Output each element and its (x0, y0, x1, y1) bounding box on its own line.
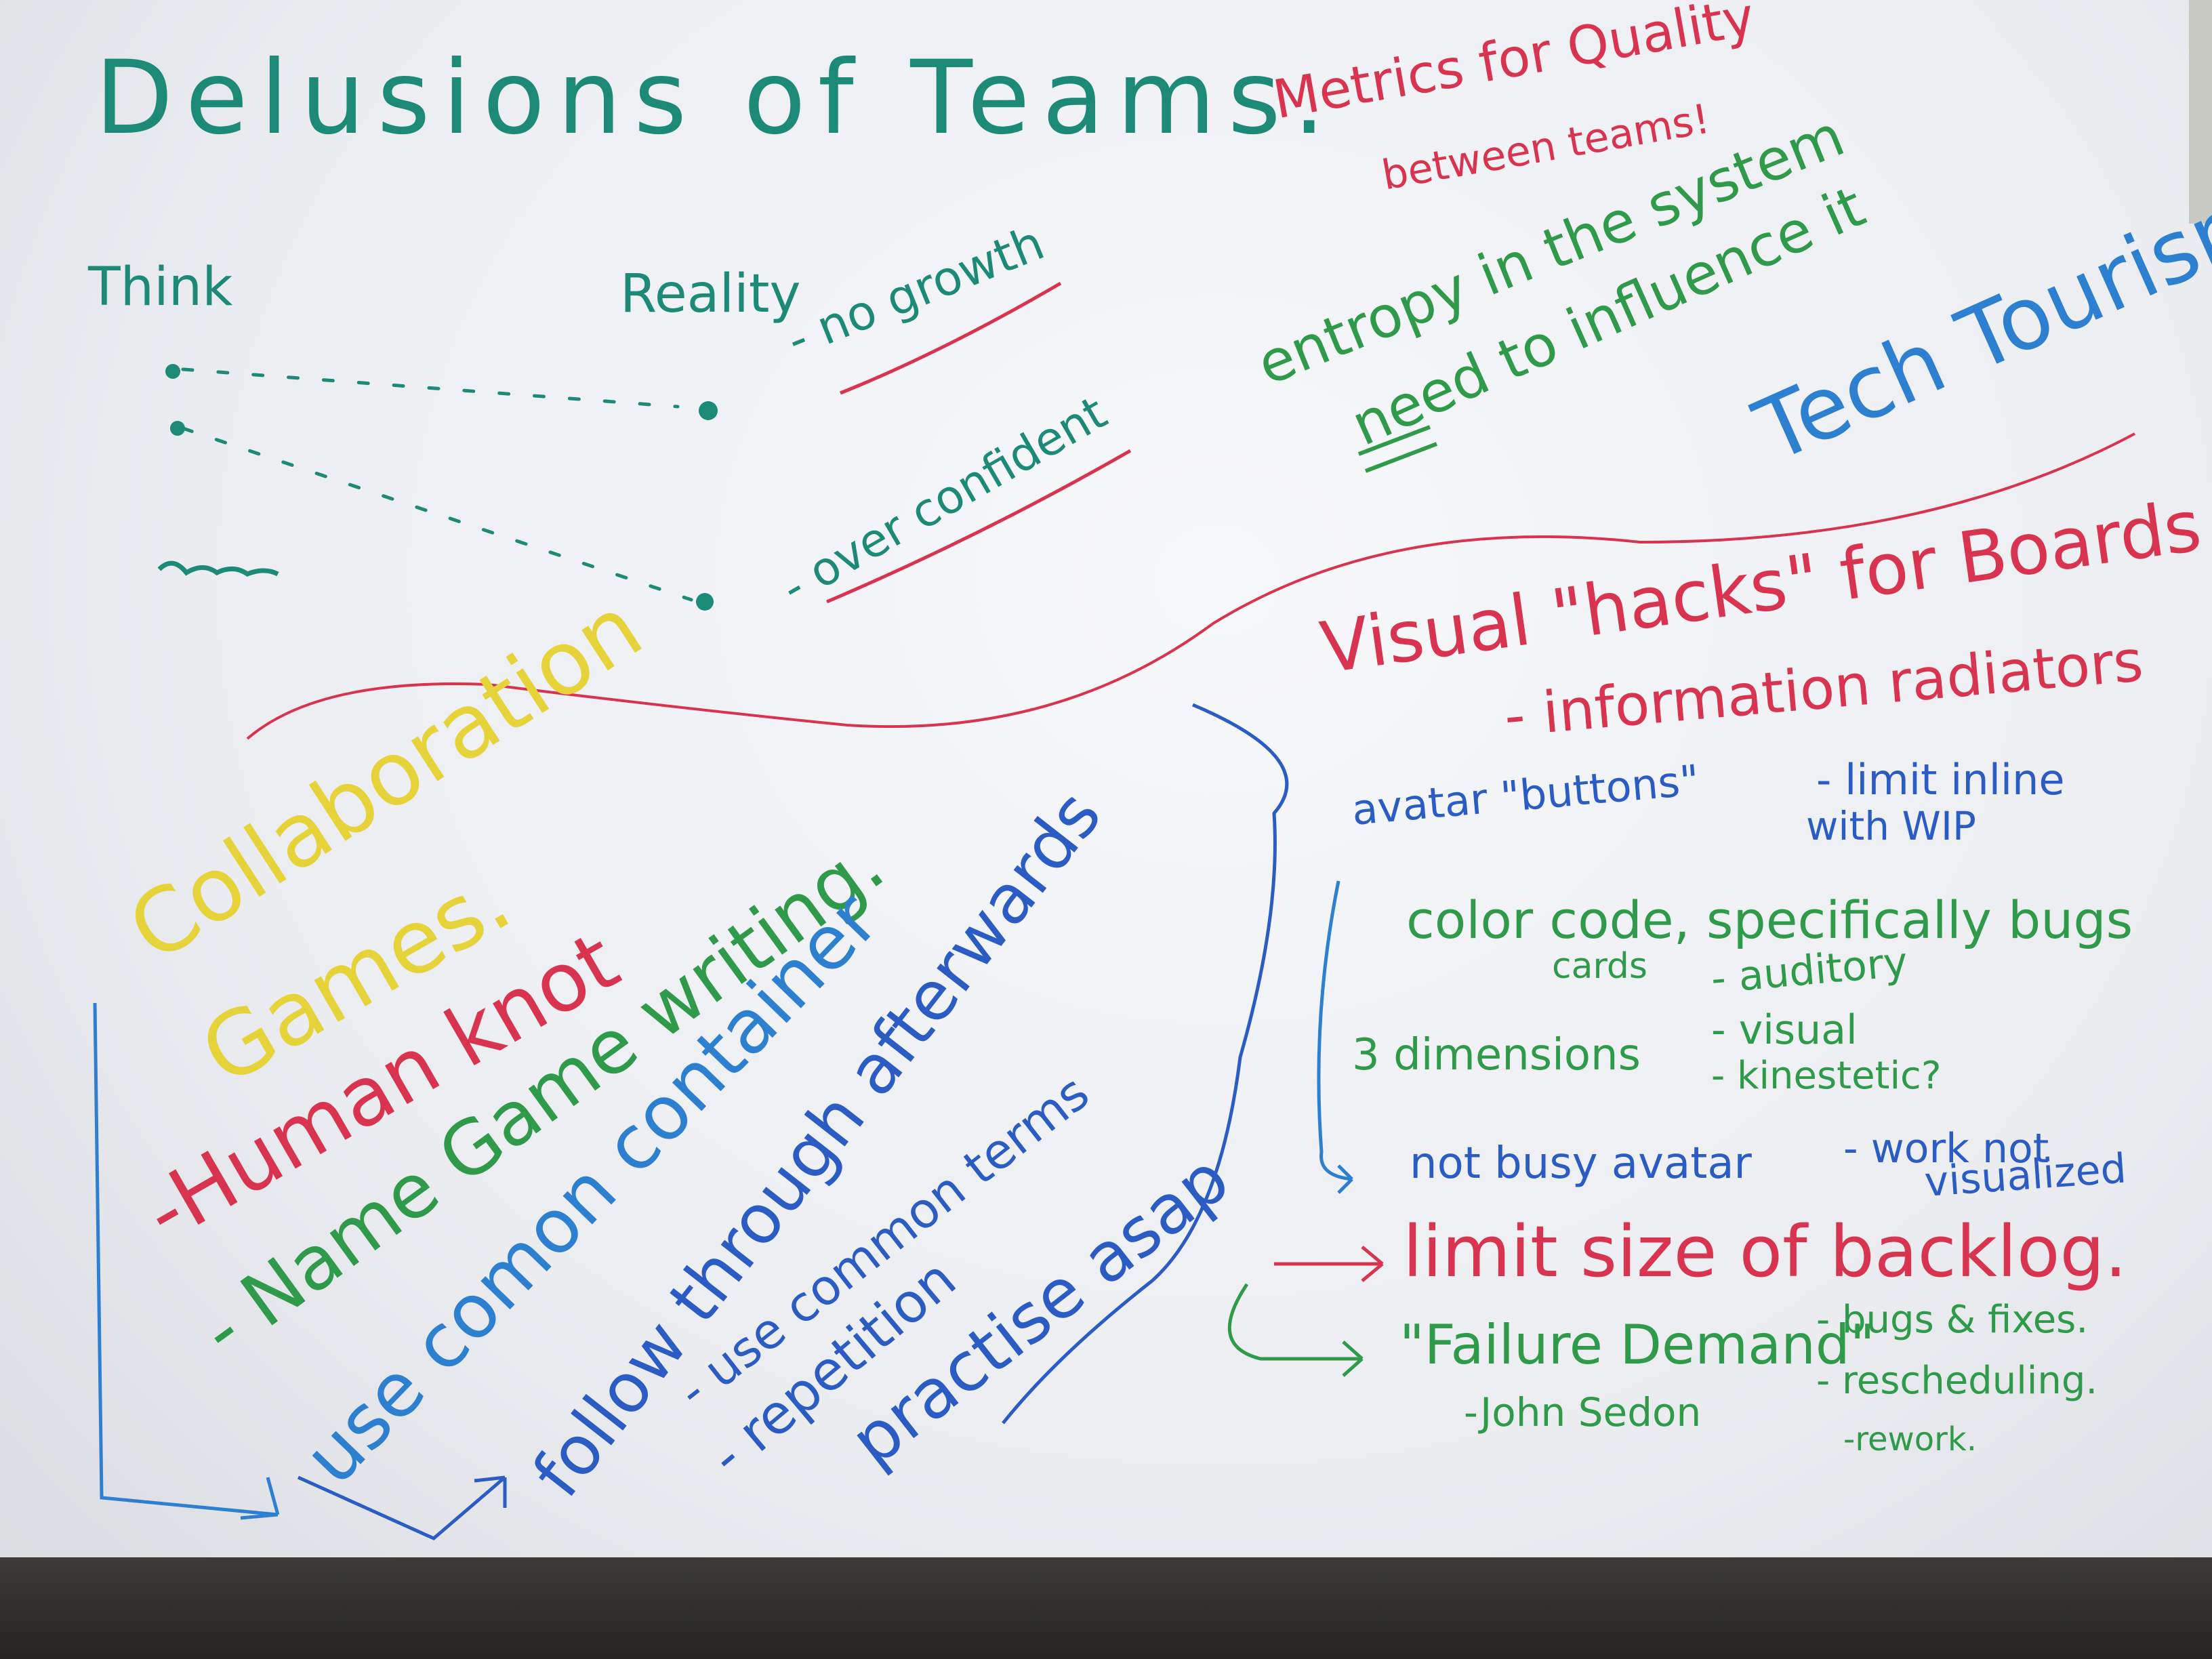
think-dot-1 (165, 364, 180, 379)
think-label: Think (88, 257, 233, 318)
color-code: color code, specifically bugs (1406, 890, 2133, 950)
kinesthetic: - kinestetic? (1711, 1054, 1942, 1098)
bugs-fixes: - bugs & fixes. (1816, 1298, 2089, 1342)
no-growth-underline (840, 281, 1062, 395)
need-underline (1357, 425, 1438, 473)
wall-background (2189, 0, 2212, 224)
think-dot-2 (170, 421, 185, 436)
collab-bracket (1002, 703, 1289, 1425)
visual: - visual (1711, 1006, 1858, 1054)
cards-label: cards (1552, 946, 1648, 987)
limit-backlog-arrow (1274, 1246, 1384, 1282)
reality-dot-2 (696, 593, 714, 611)
reality-label: Reality (620, 264, 801, 325)
failure-demand: "Failure Demand" (1399, 1313, 1875, 1376)
collab-arrow-left (93, 1002, 280, 1520)
follow-arrow (297, 1475, 507, 1540)
rework: -rework. (1843, 1420, 1977, 1458)
three-dimensions: 3 dimensions (1352, 1030, 1641, 1080)
not-busy-avatar: not busy avatar (1410, 1139, 1752, 1189)
over-confident-underline (826, 449, 1132, 604)
failure-demand-arrow (1227, 1283, 1364, 1377)
with-wip: with WIP (1806, 803, 1976, 849)
reality-dot-1 (699, 401, 718, 420)
scribble-star (157, 560, 279, 577)
limit-inline: - limit inline (1816, 755, 2065, 804)
visual-bracket-arrow (1317, 880, 1353, 1194)
page-title: Delusions of Teams. (95, 39, 1338, 157)
floor-background (0, 1557, 2212, 1659)
limit-backlog: limit size of backlog. (1403, 1210, 2127, 1293)
section-divider-curve (246, 432, 2135, 740)
john-sedon: -John Sedon (1464, 1389, 1702, 1435)
rescheduling: - rescheduling. (1816, 1359, 2098, 1403)
work-not: - work not (1843, 1125, 2049, 1172)
